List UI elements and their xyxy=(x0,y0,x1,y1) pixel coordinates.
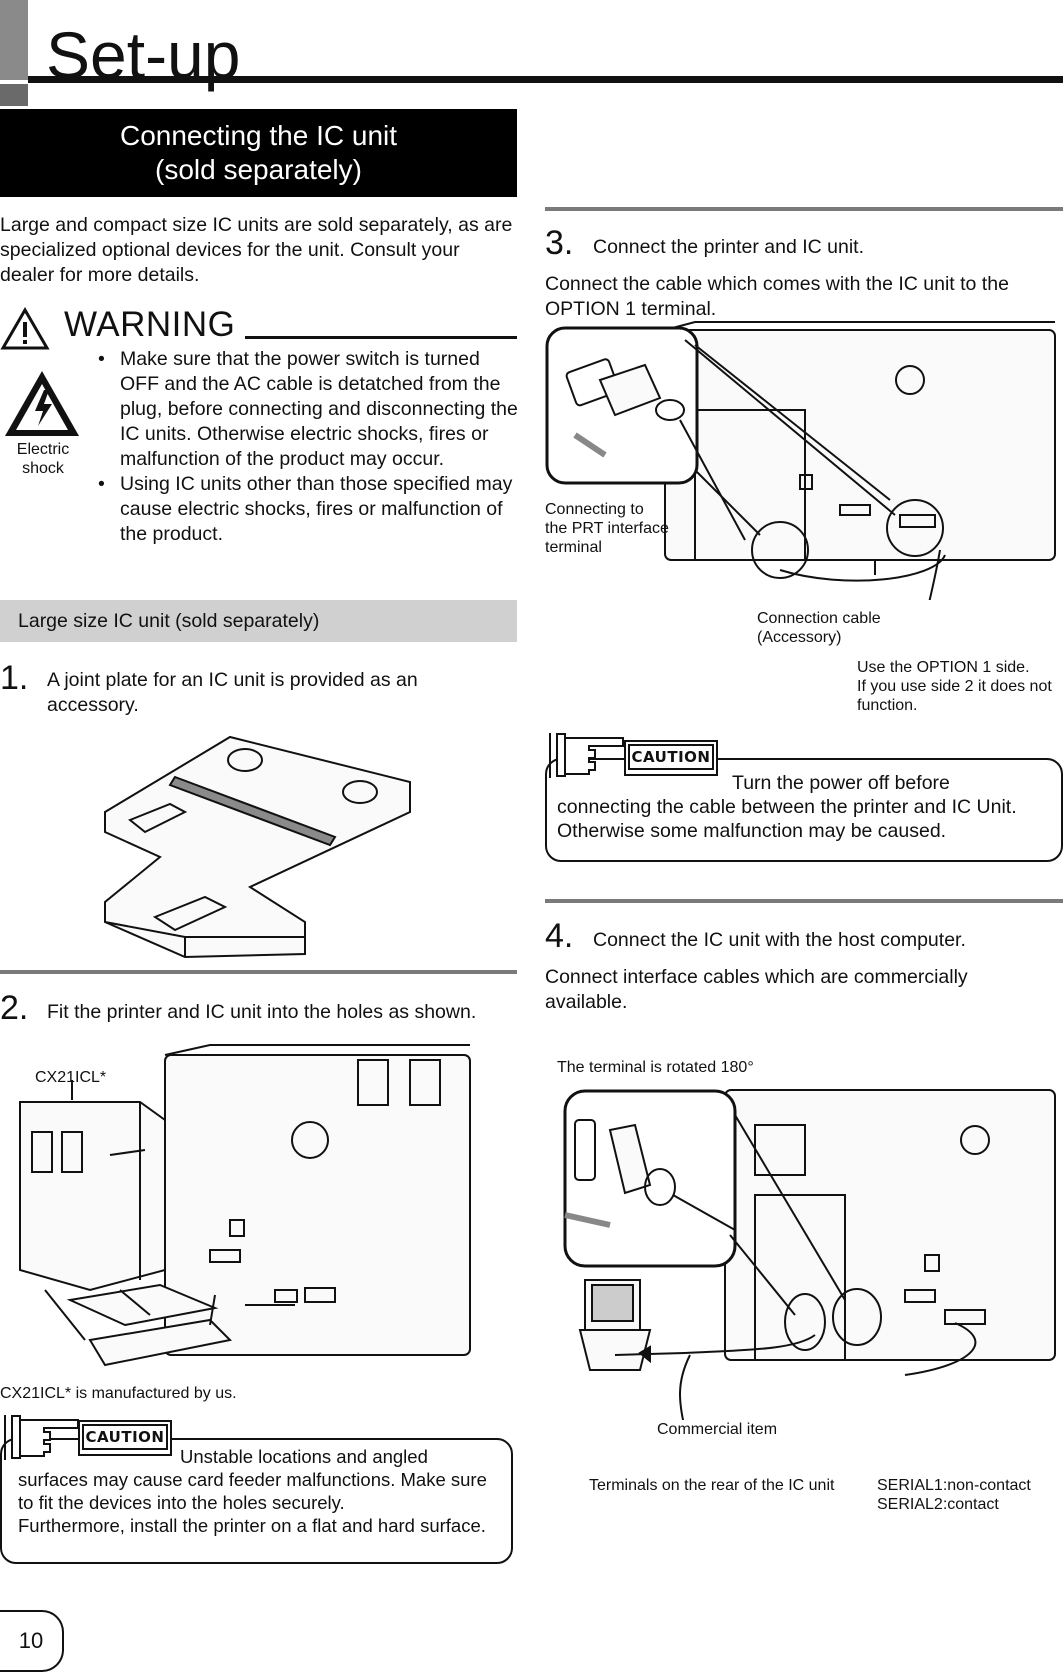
subsection-heading: Large size IC unit (sold separately) xyxy=(0,600,517,642)
label-option-line3: function. xyxy=(857,697,918,714)
divider-rule xyxy=(545,207,1063,211)
label-cable-line2: (Accessory) xyxy=(757,629,842,646)
pointing-hand-icon xyxy=(549,733,624,778)
caution-badge: CAUTION xyxy=(78,1420,172,1456)
label-cable-line1: Connection cable xyxy=(757,610,881,627)
label-serial1: SERIAL1:non-contact xyxy=(877,1477,1031,1494)
warning-triangle-icon xyxy=(0,307,50,350)
header-tab-marker-lower xyxy=(0,84,28,106)
label-commercial-item: Commercial item xyxy=(657,1421,778,1438)
warning-rule xyxy=(245,336,517,339)
header-tab-marker xyxy=(0,0,28,80)
ic-unit-host-connection-illustration xyxy=(563,1089,1056,1420)
label-option-line2: If you use side 2 it does not xyxy=(857,678,1052,695)
page-title: Set-up xyxy=(46,18,241,92)
label-prt-line3: terminal xyxy=(545,539,602,556)
caution2-line2: connecting the cable between the printer… xyxy=(557,796,1017,818)
step1-text: A joint plate for an IC unit is provided… xyxy=(47,669,418,716)
step-number: 3. xyxy=(545,224,574,262)
label-serial-ports: SERIAL1:non-contact SERIAL2:contact xyxy=(877,1476,1031,1514)
section-heading-line1: Connecting the IC unit xyxy=(119,120,398,151)
step-number: 2. xyxy=(0,989,29,1027)
model-label: CX21ICL* xyxy=(35,1069,107,1086)
caution-badge-label: CAUTION xyxy=(82,1424,168,1450)
caution-badge: CAUTION xyxy=(624,740,718,776)
label-serial2: SERIAL2:contact xyxy=(877,1496,999,1513)
step4-description: Connect interface cables which are comme… xyxy=(545,966,968,1013)
label-rear-terminals: Terminals on the rear of the IC unit xyxy=(589,1477,835,1494)
intro-paragraph: Large and compact size IC units are sold… xyxy=(0,214,513,286)
electric-shock-label: Electric shock xyxy=(6,440,80,478)
warning-title: WARNING xyxy=(64,305,236,344)
title-rule xyxy=(28,76,1063,83)
step3-description: Connect the cable which comes with the I… xyxy=(545,273,1009,320)
warning-item: Make sure that the power switch is turne… xyxy=(98,347,518,472)
divider-rule xyxy=(545,899,1063,903)
caution1-line4: Furthermore, install the printer on a fl… xyxy=(18,1515,486,1536)
printer-and-ic-unit-illustration xyxy=(19,1044,471,1367)
label-connection-cable: Connection cable (Accessory) xyxy=(757,609,881,647)
caution-box xyxy=(0,1438,513,1564)
joint-plate-illustration xyxy=(104,735,411,959)
label-prt-interface: Connecting to the PRT interface terminal xyxy=(545,500,669,557)
page-number: 10 xyxy=(0,1610,64,1672)
section-heading: Connecting the IC unit (sold separately) xyxy=(0,109,517,197)
warning-item: Using IC units other than those specifie… xyxy=(98,472,518,547)
caution1-line3: to fit the devices into the holes secure… xyxy=(18,1492,345,1513)
manufacturer-note: CX21ICL* is manufactured by us. xyxy=(0,1385,237,1402)
step2-text: Fit the printer and IC unit into the hol… xyxy=(47,1001,477,1023)
step4-text: Connect the IC unit with the host comput… xyxy=(593,929,966,951)
caution2-line3: Otherwise some malfunction may be caused… xyxy=(557,820,947,842)
step-number: 4. xyxy=(545,917,574,955)
label-option1: Use the OPTION 1 side. If you use side 2… xyxy=(857,658,1062,715)
step-number: 1. xyxy=(0,659,29,697)
step3-text: Connect the printer and IC unit. xyxy=(593,236,864,258)
caution1-line2: surfaces may cause card feeder malfuncti… xyxy=(18,1469,487,1490)
label-rotated-terminal: The terminal is rotated 180° xyxy=(557,1059,754,1076)
caution2-body: connecting the cable between the printer… xyxy=(557,795,1057,843)
label-option-line1: Use the OPTION 1 side. xyxy=(857,659,1030,676)
caution2-line1: Turn the power off before xyxy=(732,772,950,794)
divider-rule xyxy=(0,970,517,974)
warning-list: Make sure that the power switch is turne… xyxy=(98,347,518,547)
caution-box xyxy=(545,758,1063,862)
electric-shock-label-line1: Electric xyxy=(16,441,70,458)
caution1-line1: Unstable locations and angled xyxy=(180,1446,428,1467)
printer-ic-connection-illustration xyxy=(545,321,1056,600)
section-heading-line2: (sold separately) xyxy=(155,154,362,185)
caution-badge-label: CAUTION xyxy=(628,744,714,770)
label-prt-line2: the PRT interface xyxy=(545,520,669,537)
label-prt-line1: Connecting to xyxy=(545,501,644,518)
caution1-body: surfaces may cause card feeder malfuncti… xyxy=(18,1468,508,1537)
electric-shock-icon xyxy=(5,371,79,436)
electric-shock-label-line2: shock xyxy=(22,460,64,477)
pointing-hand-icon xyxy=(4,1415,79,1460)
